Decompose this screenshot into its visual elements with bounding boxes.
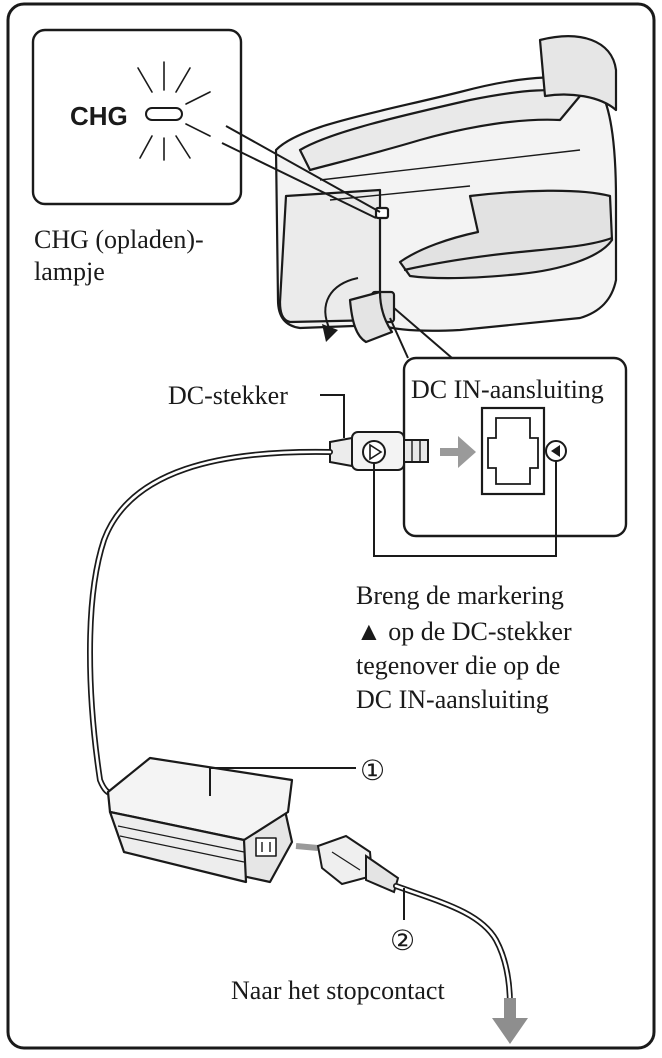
chg-lamp-label-line1: CHG (opladen)- [34,225,204,254]
outlet-label: Naar het stopcontact [231,976,445,1005]
adapter-front-line [119,835,245,863]
dc-plug-tip [403,439,429,463]
chg-pointer-line [221,142,377,219]
outlet-arrow [492,998,528,1044]
dc-plug-leader [320,394,345,438]
open-cover-arrow [324,277,359,331]
dc-plug-label: DC-stekker [168,381,288,410]
glow-rays [137,61,211,161]
adapter-socket [255,837,277,857]
chg-pointer-line [225,125,381,213]
dc-in-callout: DC IN-aansluiting [389,307,628,538]
instruction-line: Breng de markering [356,581,564,610]
ac-adapter [106,756,294,884]
adapter-front-line [117,825,245,853]
camcorder-side-panel [278,188,382,324]
camcorder-strap-edge [403,236,613,272]
chg-lamp-label-line2: lampje [34,257,105,286]
power-plug-ridge [331,851,361,871]
power-cord-plug [316,834,400,894]
instruction-line: ▲ op de DC-stekker [356,617,572,646]
chg-callout-box [31,28,243,206]
camcorder [274,35,618,344]
callout-2-number: ② [390,926,415,957]
dc-in-label: DC IN-aansluiting [411,375,604,404]
camcorder-lens-barrel [538,35,618,112]
jack-cover-flap [348,290,394,344]
chg-lamp-glow [145,107,183,121]
plug-in-arrow [295,843,319,851]
power-plug-boot [365,854,400,894]
dc-plug-boot [329,436,353,468]
power-cord-inner [394,884,512,1008]
callout-1-leader [209,767,356,796]
chg-lamp-led [374,206,390,220]
dc-in-jack-inner [487,417,539,485]
alignment-bracket [373,461,557,557]
plug-marker-triangle [369,443,383,461]
instruction-line: tegenover die op de [356,651,560,680]
dc-in-pointer-line [389,317,409,359]
camcorder-grip-strap [398,189,614,280]
dc-plug [329,431,429,471]
dc-cable-inner [88,450,332,796]
dc-in-pointer-line [393,307,453,359]
open-cover-arrow-head [322,324,338,342]
instruction-line: DC IN-aansluiting [356,685,549,714]
camcorder-detail-line [319,149,581,181]
insert-arrow [440,436,476,468]
callout-1-number: ① [360,756,385,787]
chg-badge: CHG [70,101,128,131]
jack-marker-triangle [551,445,560,457]
chg-callout: CHG [31,28,381,219]
adapter-front [108,810,248,884]
